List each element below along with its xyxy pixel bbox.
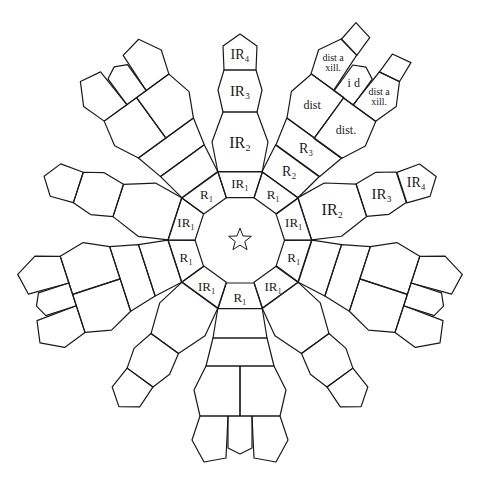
calyx-plate: IR₁ [168, 198, 204, 240]
plate-label: R₁ [171, 251, 201, 264]
plate-label: R₁ [192, 188, 222, 201]
calyx-plate: IR₄ [397, 164, 436, 203]
plate-outline [123, 39, 169, 90]
plate-outline [104, 98, 166, 158]
plate-outline [206, 338, 274, 366]
calyx-plate: IR₁ [182, 266, 226, 308]
plate-outline [44, 164, 83, 203]
plate-outline [349, 279, 407, 332]
plate-outline [325, 245, 370, 312]
plate-label: R₁ [225, 290, 255, 303]
plate-label: i d [339, 77, 369, 89]
plate-outline [182, 266, 226, 308]
calyx-plate: IR₃ [218, 70, 262, 112]
plate-label: dist [292, 99, 332, 111]
plate-label: IR₁ [258, 279, 288, 292]
calyx-plate: IR₂ [212, 112, 268, 172]
plate-label: IR₁ [171, 216, 201, 229]
plate-outline [252, 416, 288, 462]
plate-outline [287, 74, 344, 138]
plate-label: IR₁ [192, 279, 222, 292]
plate-outline [113, 183, 182, 240]
plate-label: IR₃ [362, 186, 402, 201]
plate-label: IR₁ [279, 216, 309, 229]
plate-outline [395, 306, 443, 348]
plate-label: IR₁ [225, 177, 255, 190]
plate-outline [298, 240, 341, 296]
plate-label: IR₂ [218, 135, 262, 151]
plate-outline [213, 309, 267, 339]
plate-outline [228, 416, 252, 454]
plate-outline [411, 256, 462, 294]
calyx-plate: dist. [314, 98, 376, 158]
plate-outline [192, 416, 228, 462]
plate-outline [73, 279, 131, 332]
plate-outline [254, 172, 298, 214]
plate-label: R₂ [269, 165, 309, 179]
plate-outline [218, 70, 262, 112]
plate-outline [18, 256, 69, 294]
calyx-plate: R₁ [182, 172, 226, 214]
plate-outline [314, 98, 376, 158]
plate-outline [276, 198, 312, 240]
plate-outline [298, 183, 367, 240]
plate-outline [353, 72, 399, 121]
plate-label: dist a xill. [318, 53, 348, 73]
plate-outline [137, 74, 194, 138]
plate-outline [404, 283, 444, 316]
plate-label: R₁ [258, 188, 288, 201]
plate-outline [80, 72, 126, 121]
plate-label: dist a xill. [364, 87, 394, 107]
plate-label: IR₂ [310, 202, 354, 218]
calyx-plate: R₁ [168, 240, 204, 282]
plate-outline [112, 368, 153, 407]
plate-outline [138, 118, 204, 177]
plate-outline [37, 306, 85, 348]
star-symbol [229, 228, 252, 250]
plate-outline [301, 334, 352, 387]
plate-outline [168, 240, 204, 282]
plate-outline [341, 23, 369, 56]
plate-outline [168, 198, 204, 240]
plate-label: IR₄ [396, 176, 436, 190]
plate-outline [334, 65, 372, 105]
plate-outline [182, 172, 226, 214]
calyx-plate: dist a xill. [353, 72, 399, 121]
plate-outline [379, 54, 410, 81]
plate-outline [110, 245, 155, 312]
plate-label: IR₃ [220, 84, 260, 99]
plate-label: R₁ [279, 251, 309, 264]
calyx-plate: IR₄ [223, 34, 257, 70]
calyx-plate: R₁ [276, 240, 312, 282]
calyx-plate: IR₁ [276, 198, 312, 240]
calyx-plate: IR₂ [298, 183, 367, 240]
plate-label: dist. [326, 124, 366, 136]
plate-label: R₃ [286, 142, 326, 156]
plate-outline [360, 243, 420, 295]
plate-outline [327, 368, 368, 407]
plate-outline [194, 366, 240, 416]
plate-outline [127, 334, 178, 387]
plate-outline [36, 283, 76, 316]
plate-outline [240, 366, 286, 416]
plate-outline [276, 240, 312, 282]
plate-outline [138, 240, 181, 296]
plate-outline [397, 164, 436, 203]
calyx-plate: dist [287, 74, 344, 138]
plate-outline [212, 112, 268, 172]
plate-outline [108, 65, 146, 105]
plate-label: IR₄ [220, 48, 260, 62]
plate-outline [60, 243, 120, 295]
